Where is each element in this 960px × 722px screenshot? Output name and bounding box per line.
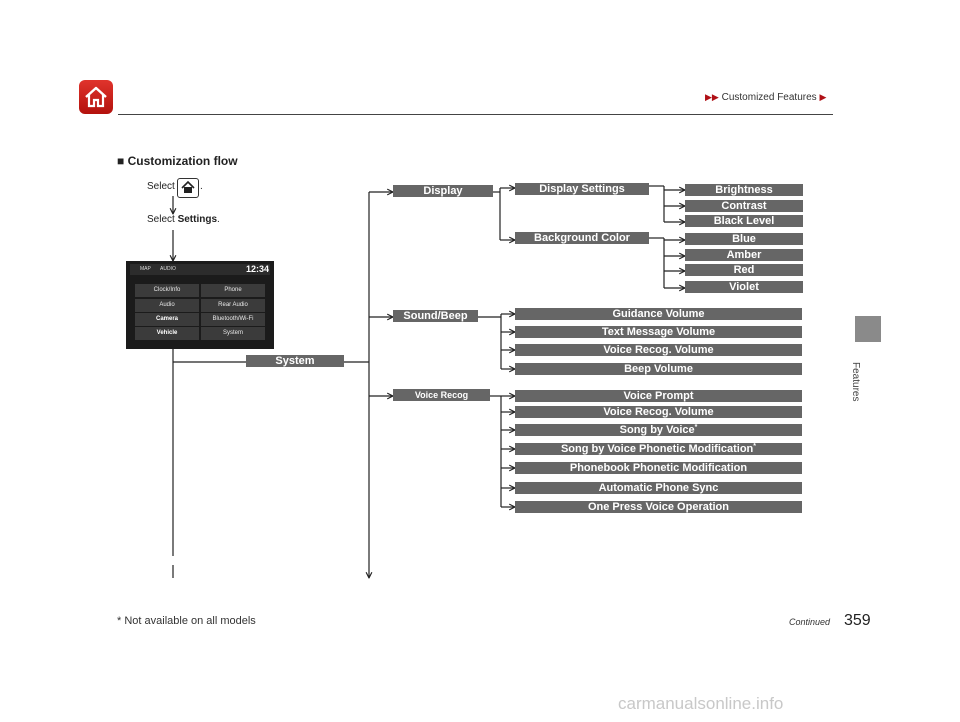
breadcrumb: ▶▶ Customized Features ▶ — [705, 92, 826, 103]
footnote: * Not available on all models — [117, 615, 256, 627]
box-voice-recog-volume: Voice Recog. Volume — [515, 406, 802, 418]
section-title: ■ Customization flow — [117, 154, 238, 168]
box-beep-volume: Beep Volume — [515, 363, 802, 375]
breadcrumb-end-arrow: ▶ — [819, 92, 827, 102]
breadcrumb-text[interactable]: Customized Features — [721, 92, 817, 103]
box-violet: Violet — [685, 281, 803, 293]
box-phonebook-phonetic: Phonebook Phonetic Modification — [515, 462, 802, 474]
box-sound-beep: Sound/Beep — [393, 310, 478, 322]
page-number: 359 — [844, 612, 871, 629]
screen-btn-clock-info: Clock/Info — [135, 284, 199, 297]
box-text-message-volume: Text Message Volume — [515, 326, 802, 338]
box-black-level: Black Level — [685, 215, 803, 227]
asterisk-mark: * — [753, 443, 757, 450]
step-settings-suffix: . — [217, 214, 220, 225]
section-title-text: Customization flow — [127, 154, 238, 168]
screen-btn-phone: Phone — [201, 284, 265, 297]
box-red: Red — [685, 264, 803, 276]
box-display-settings: Display Settings — [515, 183, 649, 195]
side-tab-label: Features — [850, 362, 861, 402]
box-song-by-voice: Song by Voice* — [515, 424, 802, 436]
step-select-settings: Select Settings. — [147, 214, 220, 225]
box-blue: Blue — [685, 233, 803, 245]
box-system: System — [246, 355, 344, 367]
box-voice-recog-volume-sound: Voice Recog. Volume — [515, 344, 802, 356]
step-settings-prefix: Select — [147, 214, 175, 225]
step-select-suffix: . — [200, 181, 203, 192]
box-amber: Amber — [685, 249, 803, 261]
screen-btn-system: System — [201, 327, 265, 340]
screen-btn-camera: Camera — [135, 313, 199, 326]
breadcrumb-arrows: ▶▶ — [705, 92, 719, 102]
header-rule — [118, 114, 833, 115]
box-song-by-voice-phonetic: Song by Voice Phonetic Modification* — [515, 443, 802, 455]
screen-btn-vehicle: Vehicle — [135, 327, 199, 340]
screen-btn-bluetooth: Bluetooth/Wi-Fi — [201, 313, 265, 326]
screen-btn-rear-audio: Rear Audio — [201, 299, 265, 312]
screen-clock: 12:34 — [246, 264, 270, 274]
song-by-voice-phonetic-label: Song by Voice Phonetic Modification — [560, 443, 754, 455]
box-one-press-voice: One Press Voice Operation — [515, 501, 802, 513]
box-brightness: Brightness — [685, 184, 803, 196]
screen-tab-audio: AUDIO — [160, 266, 176, 272]
continued-label: Continued — [789, 617, 831, 627]
song-by-voice-label: Song by Voice — [619, 424, 695, 436]
screen-btn-audio: Audio — [135, 299, 199, 312]
home-icon — [79, 80, 113, 114]
home-button-icon — [177, 178, 199, 198]
step-select-home: Select — [147, 181, 175, 192]
box-display: Display — [393, 185, 493, 197]
section-bullet: ■ — [117, 154, 125, 168]
box-background-color: Background Color — [515, 232, 649, 244]
box-guidance-volume: Guidance Volume — [515, 308, 802, 320]
screen-tab-map: MAP — [140, 266, 151, 272]
screen-top-bar — [130, 264, 270, 275]
step-select-prefix: Select — [147, 181, 175, 192]
watermark: carmanualsonline.info — [618, 694, 784, 713]
side-tab-marker — [855, 316, 881, 342]
box-voice-recog: Voice Recog — [393, 389, 490, 401]
box-automatic-phone-sync: Automatic Phone Sync — [515, 482, 802, 494]
step-settings-bold: Settings — [177, 214, 218, 225]
asterisk-mark: * — [694, 424, 698, 431]
box-voice-prompt: Voice Prompt — [515, 390, 802, 402]
box-contrast: Contrast — [685, 200, 803, 212]
